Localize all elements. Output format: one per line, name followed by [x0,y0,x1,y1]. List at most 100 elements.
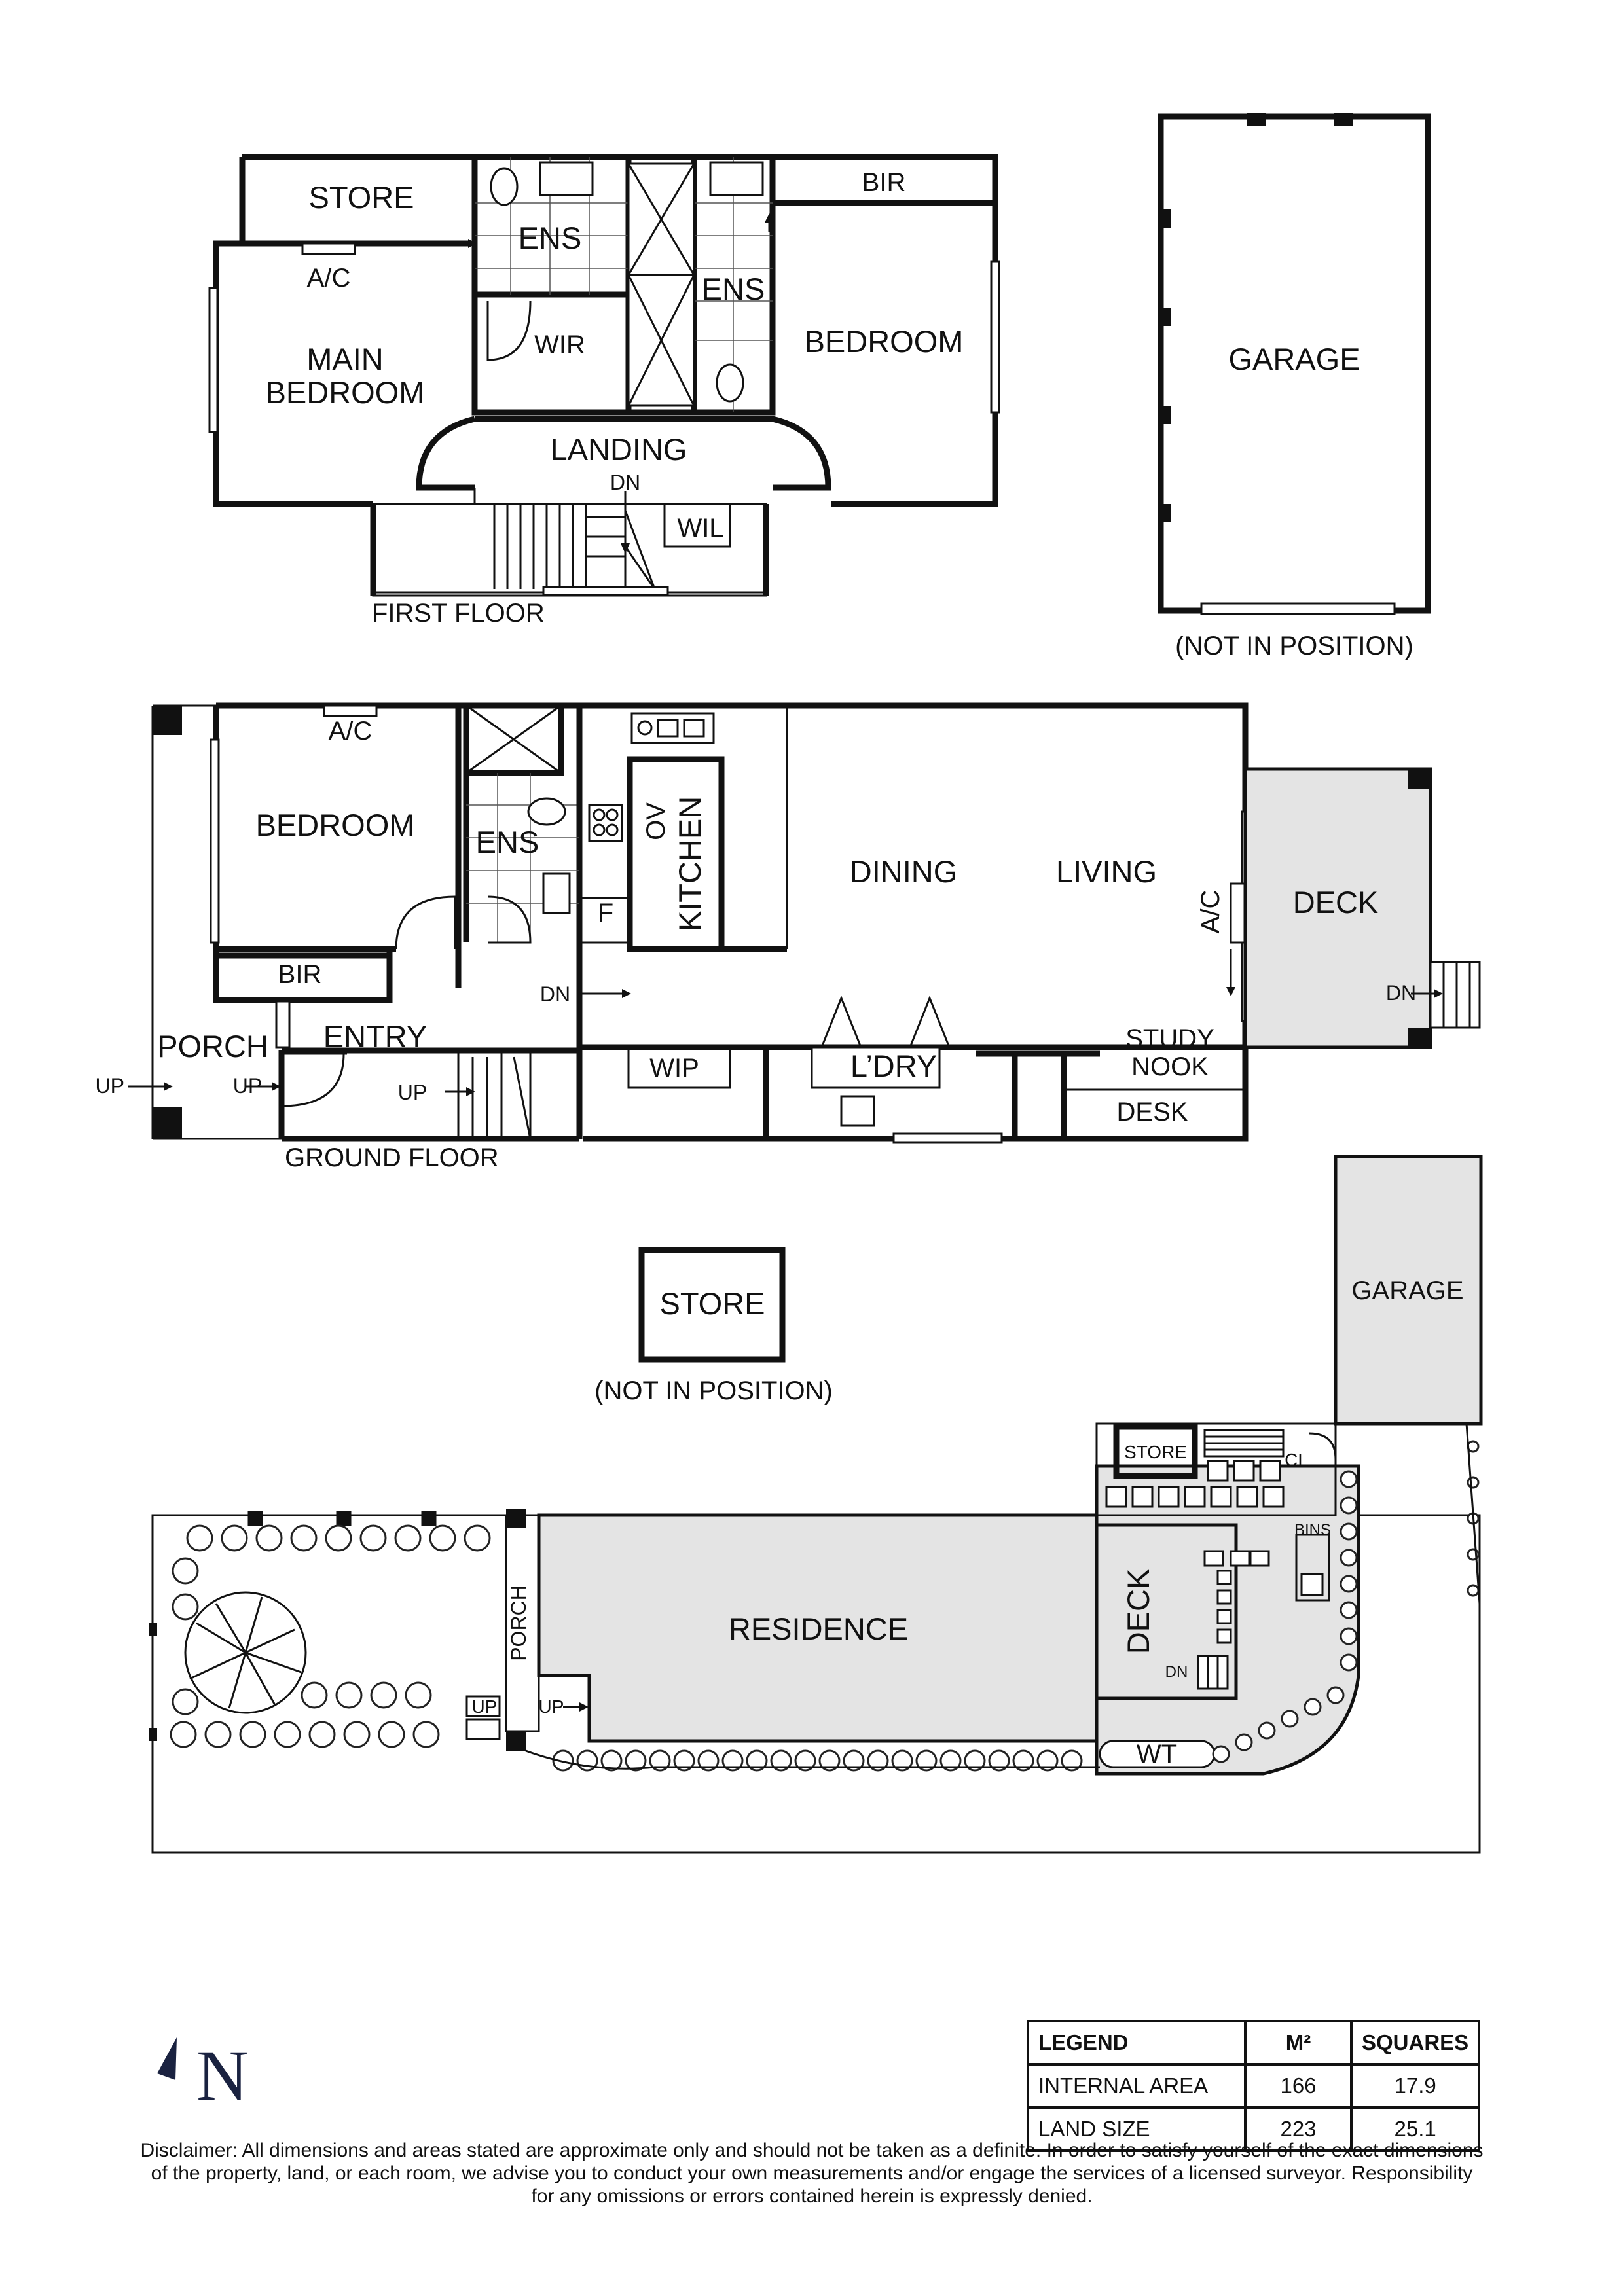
shrub-row [552,1749,1083,1772]
up-label: UP [539,1696,564,1717]
disclaimer-line: for any omissions or errors contained he… [531,2185,1093,2207]
shrub-icon [172,1688,199,1715]
first-floor-plan: STORE ENS ENS BIR A/C MAIN BEDROOM WIR B… [208,154,1000,628]
wip-label: WIP [649,1054,699,1083]
legend-row: LAND SIZE 223 25.1 [1027,2106,1481,2152]
shrub-icon [1340,1653,1358,1672]
store-label: STORE [1124,1442,1187,1462]
residence-label: RESIDENCE [729,1611,908,1646]
legend-table: LEGEND M² SQUARES INTERNAL AREA 166 17.9… [1027,2020,1481,2152]
legend-row: INTERNAL AREA 166 17.9 [1027,2063,1481,2109]
kitchen-label: KITCHEN [672,797,707,931]
legend-row-m2: 166 [1244,2063,1353,2109]
up-label: UP [398,1081,427,1104]
shrub-icon [673,1749,695,1772]
shrub-icon [239,1721,266,1748]
shrub-icon [394,1524,422,1552]
ac-label: A/C [1196,890,1225,934]
disclaimer: Disclaimer: All dimensions and areas sta… [65,2139,1558,2208]
shrub-icon [1258,1721,1276,1740]
garage-label: GARAGE [1228,342,1360,376]
legend-header: SQUARES [1349,2020,1481,2066]
shrub-icon [818,1749,841,1772]
bir-label: BIR [862,168,906,197]
legend-row-label: LAND SIZE [1027,2106,1247,2152]
ensuite-label: ENS [476,825,539,859]
porch-label: PORCH [157,1029,268,1064]
shrub-icon [1012,1749,1034,1772]
shrub-icon [794,1749,816,1772]
ac-label: A/C [329,717,373,745]
shrub-icon [170,1721,197,1748]
shrub-icon [939,1749,962,1772]
ac-label: A/C [307,264,351,293]
shrub-icon [1340,1601,1358,1619]
bedroom-label: BEDROOM [805,324,964,359]
shrub-icon [867,1749,889,1772]
legend-header: M² [1244,2020,1353,2066]
shrub-icon [255,1524,283,1552]
wil-label: WIL [677,514,723,543]
ensuite-label: ENS [702,272,765,306]
store-label: STORE [659,1286,765,1321]
shrub-icon [1326,1686,1345,1704]
shrub-icon [1340,1575,1358,1593]
bedroom-label: BEDROOM [256,808,415,842]
shrub-icon [1036,1749,1059,1772]
living-label: LIVING [1056,854,1157,889]
water-tank-label: WT [1137,1740,1177,1768]
shrub-icon [843,1749,865,1772]
legend-row-label: INTERNAL AREA [1027,2063,1247,2109]
garage-block: GARAGE (NOT IN POSITION) [1158,113,1431,660]
shrub-icon [746,1749,768,1772]
shrub-icon [274,1721,301,1748]
shrub-icon [290,1524,318,1552]
shrub-icon [552,1749,574,1772]
disclaimer-line: of the property, land, or each room, we … [151,2162,1473,2184]
shrub-icon [625,1749,647,1772]
bins-label: BINS [1294,1521,1331,1539]
entry-label: ENTRY [323,1019,427,1054]
first-floor-caption: FIRST FLOOR [372,599,545,628]
up-label: UP [233,1074,262,1098]
shrub-icon [464,1524,491,1552]
shrub-icon [343,1721,371,1748]
shrub-icon [405,1681,432,1709]
shrub-icon [1281,1710,1299,1728]
north-arrow-icon: N [157,2036,248,2115]
legend-header-row: LEGEND M² SQUARES [1027,2020,1481,2066]
north-arrow: N [151,2034,268,2115]
store-block: STORE (NOT IN POSITION) [594,1247,833,1405]
desk-label: DESK [1117,1098,1188,1126]
store-label: STORE [308,180,414,215]
shrub-icon [915,1749,938,1772]
garage-label: GARAGE [1351,1276,1463,1305]
shrub-icon [1340,1627,1358,1645]
shrub-row [170,1524,491,1748]
shrub-icon [891,1749,913,1772]
shrub-icon [221,1524,248,1552]
legend-row-squares: 17.9 [1349,2063,1481,2109]
shrub-icon [1235,1733,1253,1751]
shrub-row [1212,1440,1480,1763]
dn-label: DN [610,471,640,494]
shrub-icon [697,1749,720,1772]
study-nook-label: STUDY [1125,1024,1214,1053]
shrub-icon [301,1681,328,1709]
shrub-icon [412,1721,440,1748]
shrub-icon [721,1749,744,1772]
shrub-icon [429,1524,456,1552]
shrub-icon [186,1524,213,1552]
shrub-icon [988,1749,1010,1772]
shrub-icon [1304,1698,1322,1716]
shrub-icon [359,1524,387,1552]
main-bedroom-label: MAIN [306,342,384,376]
garage-not-in-position-caption: (NOT IN POSITION) [1175,632,1413,660]
up-label: UP [96,1074,124,1098]
shrub-icon [325,1524,352,1552]
bir-label: BIR [278,960,322,989]
wir-label: WIR [534,331,585,359]
clothesline-label: CL [1285,1450,1308,1470]
legend-row-m2: 223 [1244,2106,1353,2152]
shrub-icon [649,1749,671,1772]
